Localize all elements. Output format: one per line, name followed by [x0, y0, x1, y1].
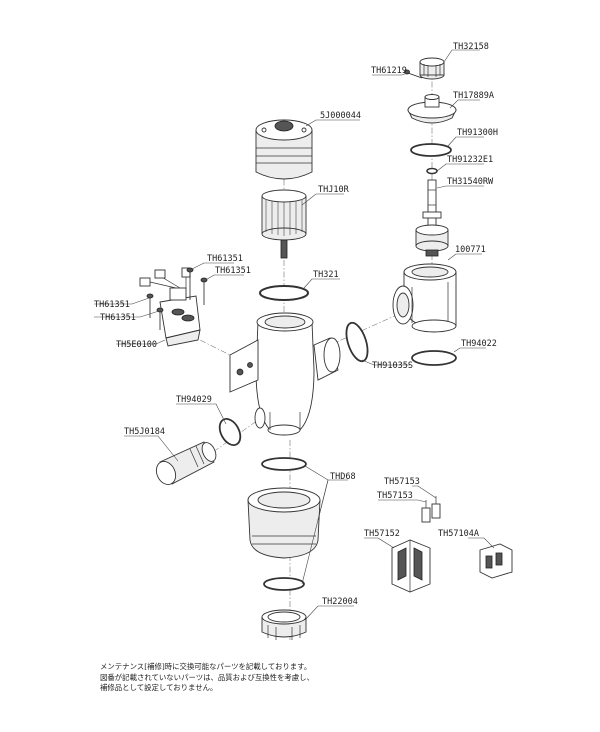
- part-th91300h-oring[interactable]: [410, 143, 452, 157]
- part-th17889a-disc[interactable]: [407, 94, 457, 124]
- label-th91232e1: TH91232E1: [447, 155, 493, 165]
- label-th61351-a: TH61351: [207, 254, 243, 264]
- part-th5e0100-solenoid[interactable]: [139, 267, 201, 347]
- label-5j000044: 5J000044: [320, 111, 361, 121]
- label-th5j0184: TH5J0184: [124, 427, 165, 437]
- maintenance-note: メンテナンス[補修]時に交換可能なパーツを記載しております。 図番が記載されてい…: [100, 662, 430, 694]
- label-thd68: THD68: [330, 472, 356, 482]
- label-th31540rw: TH31540RW: [447, 177, 494, 187]
- part-th91035s-oring[interactable]: [342, 320, 371, 364]
- label-thj10r: THJ10R: [318, 185, 350, 195]
- label-th32158: TH32158: [453, 42, 489, 52]
- label-th61351-c: TH61351: [94, 300, 130, 310]
- part-th57104a-connector[interactable]: [479, 543, 513, 579]
- label-th57104a: TH57104A: [438, 529, 479, 539]
- part-100771-elbow[interactable]: [392, 263, 457, 333]
- leader-lines: [94, 49, 495, 621]
- label-th17889a: TH17889A: [453, 91, 494, 101]
- label-th91300h: TH91300H: [457, 128, 498, 138]
- label-th22004: TH22004: [322, 597, 358, 607]
- part-th94022-gasket[interactable]: [411, 350, 457, 366]
- part-main-valve-body: [229, 312, 341, 436]
- label-th5e0100: TH5E0100: [116, 340, 157, 350]
- label-th94029: TH94029: [176, 395, 212, 405]
- part-labels: TH32158 TH61219 TH17889A TH91300H TH9123…: [94, 42, 498, 607]
- label-th94022: TH94022: [461, 339, 497, 349]
- label-th57152: TH57152: [364, 529, 400, 539]
- part-th61219-screw[interactable]: [404, 69, 423, 79]
- label-th91035s: TH91035S: [372, 361, 413, 371]
- label-th321: TH321: [313, 270, 339, 280]
- part-th31540rw-stem[interactable]: [415, 179, 449, 257]
- label-th61351-d: TH61351: [100, 313, 136, 323]
- label-th57153-b: TH57153: [377, 491, 413, 501]
- label-th61219: TH61219: [371, 66, 407, 76]
- part-th91232e1-ring[interactable]: [426, 167, 438, 175]
- part-th32158-cap[interactable]: [419, 57, 445, 80]
- part-th57152-connector[interactable]: [391, 539, 431, 593]
- note-line-2: 図番が記載されていないパーツは、品質および互換性を考慮し、: [100, 672, 314, 682]
- label-th57153-a: TH57153: [384, 477, 420, 487]
- part-th321-gasket[interactable]: [259, 285, 309, 301]
- part-th22004-nut[interactable]: [261, 609, 307, 640]
- label-100771: 100771: [455, 245, 486, 255]
- part-th57153-terminals[interactable]: [421, 496, 441, 523]
- part-th94029-oring[interactable]: [215, 415, 244, 448]
- part-th5j0184-cartridge[interactable]: [153, 440, 219, 487]
- note-line-1: メンテナンス[補修]時に交換可能なパーツを記載しております。: [100, 662, 312, 671]
- label-th61351-b: TH61351: [215, 266, 251, 276]
- part-thj10r-filter[interactable]: [261, 189, 307, 259]
- part-5j000044-cap[interactable]: [255, 119, 313, 180]
- part-thd68-lower[interactable]: [247, 457, 321, 591]
- note-line-3: 補修品として設定しておりません。: [100, 683, 218, 692]
